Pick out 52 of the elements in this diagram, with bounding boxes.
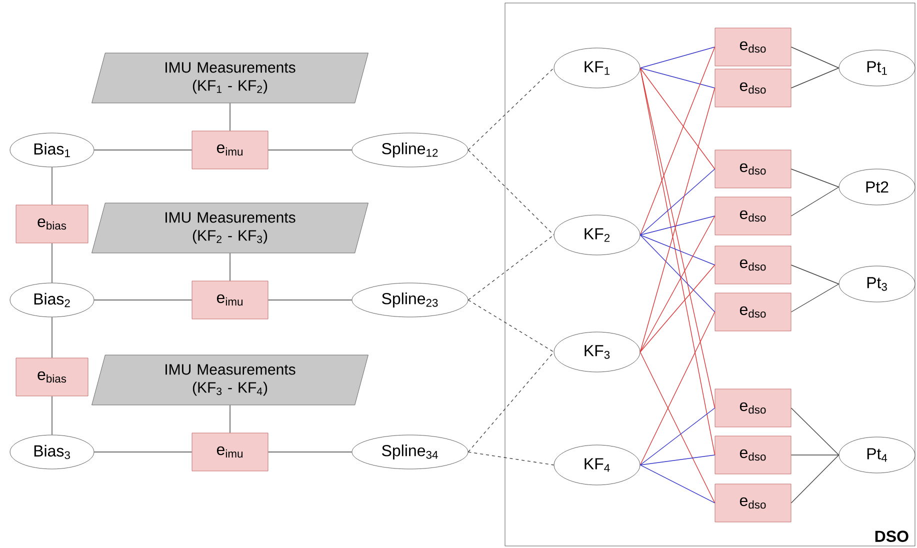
connector-line [640, 46, 716, 236]
factor-box: e$_{dso}$ [714, 436, 792, 474]
connector-line [640, 408, 716, 466]
connector-line [640, 46, 716, 68]
connector-line [640, 352, 716, 504]
connector-line [640, 68, 716, 88]
data-parallelogram: IMU Measurements (KF$_{1}$ - KF$_{2}$) [92, 52, 368, 104]
factor-box: e$_{dso}$ [714, 484, 792, 522]
connector-line [468, 352, 554, 452]
connector-line [790, 264, 840, 284]
connector-line [468, 150, 554, 236]
connector-line [468, 452, 554, 466]
connector-line [640, 464, 716, 504]
connector-line [790, 68, 840, 88]
connector-line [790, 186, 840, 216]
connector-line [468, 68, 554, 150]
factor-box: e$_{dso}$ [714, 196, 792, 236]
node-label: Pt$_{3}$ [867, 277, 887, 291]
connector-line [640, 168, 716, 236]
node-label: Pt$_{4}$ [867, 448, 888, 462]
factor-box: e$_{bias}$ [16, 204, 88, 244]
connector-line [640, 234, 716, 266]
connector-line [790, 454, 840, 504]
factor-box: e$_{dso}$ [714, 388, 792, 428]
connector-line [640, 216, 716, 236]
connector-line [640, 454, 716, 466]
connector-line [790, 168, 840, 188]
node-label: Pt$_{1}$ [867, 61, 887, 75]
connector-line [790, 408, 840, 456]
connector-line [790, 284, 840, 312]
connector-line [640, 88, 716, 352]
factor-box: e$_{dso}$ [714, 68, 792, 108]
factor-box: e$_{dso}$ [714, 28, 792, 66]
connector-line [790, 454, 840, 456]
factor-box: e$_{dso}$ [714, 246, 792, 284]
connector-line [640, 234, 716, 312]
connector-line [640, 264, 716, 352]
connector-line [468, 234, 554, 300]
data-parallelogram: IMU Measurements (KF$_{2}$ - KF$_{3}$) [92, 202, 368, 254]
node-label: Pt2 [866, 181, 888, 193]
factor-box: e$_{imu}$ [192, 130, 268, 170]
factor-box: e$_{dso}$ [714, 150, 792, 188]
connector-line [640, 312, 716, 466]
factor-box: e$_{imu}$ [192, 280, 268, 320]
data-parallelogram: IMU Measurements (KF$_{3}$ - KF$_{4}$) [92, 354, 368, 406]
connector-line [790, 46, 840, 68]
connector-line [640, 68, 716, 170]
factor-box: e$_{bias}$ [16, 358, 88, 396]
factor-box: e$_{imu}$ [192, 432, 268, 472]
connector-line [468, 300, 554, 352]
connector-line [640, 216, 716, 352]
factor-box: e$_{dso}$ [714, 292, 792, 332]
